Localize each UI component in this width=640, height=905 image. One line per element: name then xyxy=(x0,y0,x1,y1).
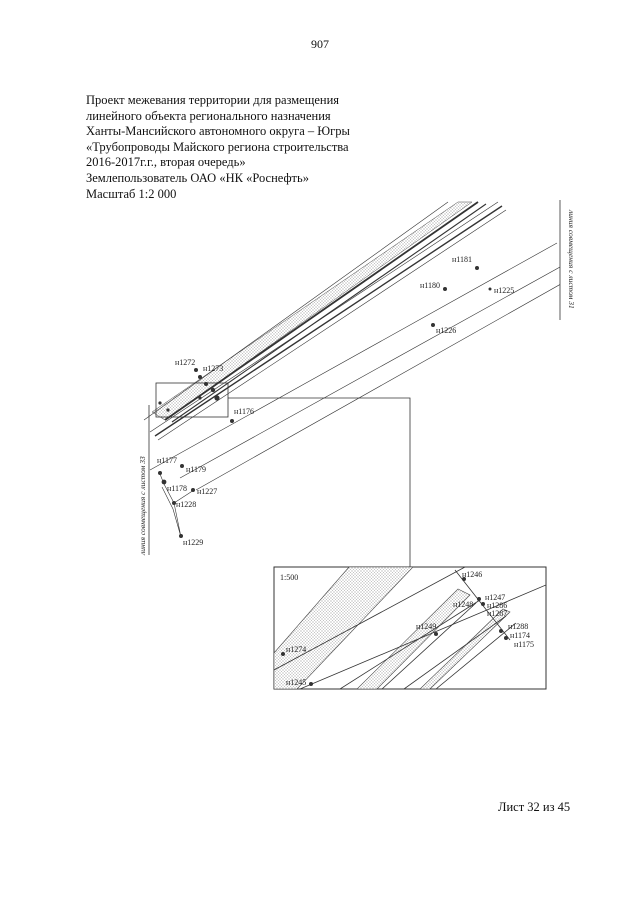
match-line-left-label: линия совмещения с листом 33 xyxy=(138,456,147,556)
label-n1249: н1249 xyxy=(416,622,436,631)
label-n1176: н1176 xyxy=(234,407,254,416)
main-map xyxy=(143,201,560,538)
label-n1227: н1227 xyxy=(197,487,217,496)
label-n1273: н1273 xyxy=(203,364,223,373)
inset-scale: 1:500 xyxy=(280,573,298,582)
match-line-right-label: линия совмещения с листом 31 xyxy=(567,209,576,309)
label-n1272: н1272 xyxy=(175,358,195,367)
main-point-labels: н1181 н1180 н1225 н1226 н1272 н1273 н117… xyxy=(157,255,514,547)
label-n1226: н1226 xyxy=(436,326,456,335)
label-n1177: н1177 xyxy=(157,456,177,465)
label-n1175: н1175 xyxy=(514,640,534,649)
label-n1174: н1174 xyxy=(510,631,530,640)
label-n1229: н1229 xyxy=(183,538,203,547)
detail-leader xyxy=(228,397,411,567)
label-n1248: н1248 xyxy=(453,600,473,609)
label-n1286: н1286 xyxy=(487,601,507,610)
detail-frame xyxy=(155,382,229,418)
boundary-points xyxy=(158,266,492,538)
label-n1288: н1288 xyxy=(508,622,528,631)
title-line-5: 2016-2017г.г., вторая очередь» xyxy=(86,155,246,170)
sheet-number: Лист 32 из 45 xyxy=(498,800,571,814)
inset-map: 1:500 н1246 н1247 н1248 н1286 н1287 н124… xyxy=(273,566,547,690)
label-n1179: н1179 xyxy=(186,465,206,474)
label-n1180: н1180 xyxy=(420,281,440,290)
label-n1247: н1247 xyxy=(485,593,505,602)
inset-lines xyxy=(274,567,546,689)
title-line-2: линейного объекта регионального назначен… xyxy=(86,108,331,123)
label-n1178: н1178 xyxy=(167,484,187,493)
label-n1181: н1181 xyxy=(452,255,472,264)
label-n1274: н1274 xyxy=(286,645,306,654)
label-n1246: н1246 xyxy=(462,570,482,579)
parcel-edge xyxy=(173,489,195,504)
label-n1245: н1245 xyxy=(286,678,306,687)
label-n1287: н1287 xyxy=(487,609,507,618)
title-block: Проект межевания территории для размещен… xyxy=(86,93,350,202)
title-line-6: Землепользователь ОАО «НК «Роснефть» xyxy=(86,170,309,185)
title-line-1: Проект межевания территории для размещен… xyxy=(86,93,340,107)
inset-points xyxy=(281,577,508,686)
page-number: 907 xyxy=(311,37,329,51)
label-n1228: н1228 xyxy=(176,500,196,509)
label-n1225: н1225 xyxy=(494,286,514,295)
corridor-lines xyxy=(143,201,560,491)
title-line-3: Ханты-Мансийского автономного округа – Ю… xyxy=(86,124,350,139)
scale-line: Масштаб 1:2 000 xyxy=(86,186,177,201)
corridor-band xyxy=(151,201,473,421)
title-line-4: «Трубопроводы Майского региона строитель… xyxy=(86,139,349,154)
inset-mid-band xyxy=(356,588,471,689)
inset-wide-band xyxy=(274,567,414,689)
